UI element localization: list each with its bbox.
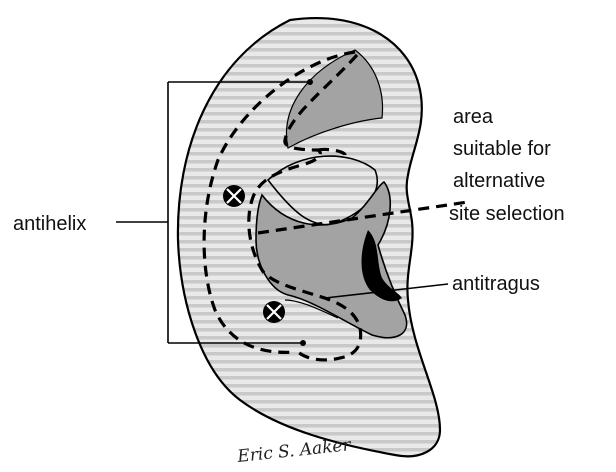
upper-site-marker: [223, 185, 245, 207]
area-label-line2: suitable for: [453, 138, 551, 160]
area-label-line4: site selection: [449, 203, 565, 225]
area-label-line1: area: [453, 106, 494, 128]
antihelix-label: antihelix: [13, 213, 86, 235]
artist-signature: Eric S. Aaker: [235, 435, 352, 467]
antitragus-label: antitragus: [452, 273, 540, 295]
area-label-line3: alternative: [453, 170, 545, 192]
lower-site-marker: [263, 301, 285, 323]
